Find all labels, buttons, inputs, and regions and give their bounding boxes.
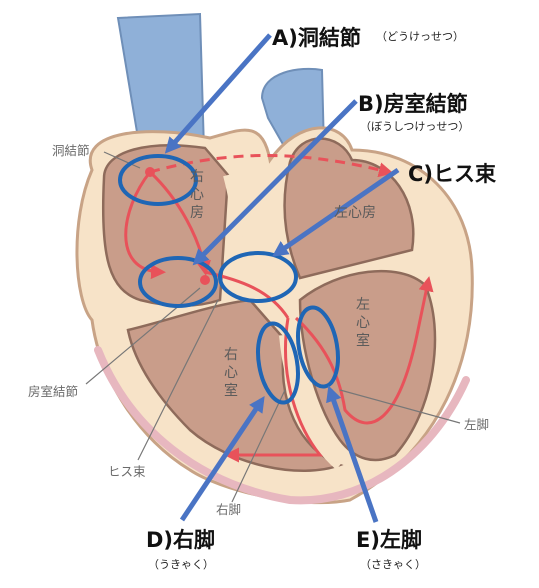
sa-node-marker — [118, 154, 198, 206]
right-atrium-label: 右心房 — [190, 169, 204, 221]
heart-outer-rim — [94, 346, 470, 505]
left-atrium-label: 左心房 — [334, 205, 376, 221]
left-bundle-marker — [296, 305, 340, 389]
callout-a-label: A)洞結節 — [272, 26, 361, 50]
his-bundle-marker — [218, 251, 298, 303]
callout-c-label: C)ヒス束 — [408, 162, 497, 186]
arrow-d — [179, 396, 265, 522]
part-left-bundle-label: 左脚 — [464, 417, 490, 432]
part-his-bundle-label: ヒス束 — [108, 464, 146, 479]
superior-vena-cava — [116, 12, 206, 151]
callout-e-label: E)左脚 — [356, 528, 422, 552]
part-av-node-label: 房室結節 — [28, 384, 79, 399]
callout-a-reading: （どうけっせつ） — [376, 30, 464, 43]
callout-e-reading: （さきゃく） — [360, 558, 426, 571]
left-ventricle-chamber — [298, 269, 437, 462]
part-sa-node-label: 洞結節 — [52, 143, 90, 158]
arrow-b — [192, 99, 358, 266]
right-ventricle-label: 右心室 — [224, 347, 238, 399]
arrow-e — [326, 385, 379, 523]
left-ventricle-label: 左心室 — [356, 297, 370, 349]
callout-b-reading: （ぼうしつけっせつ） — [360, 120, 470, 133]
callout-d-label: D)右脚 — [146, 528, 216, 552]
right-bundle-marker — [256, 321, 300, 405]
callout-b-label: B)房室結節 — [358, 92, 468, 116]
av-node-marker — [138, 256, 218, 308]
arrow-a — [164, 33, 272, 154]
callout-d-reading: （うきゃく） — [148, 558, 214, 571]
arrow-c — [272, 167, 400, 257]
part-right-bundle-label: 右脚 — [216, 502, 242, 517]
